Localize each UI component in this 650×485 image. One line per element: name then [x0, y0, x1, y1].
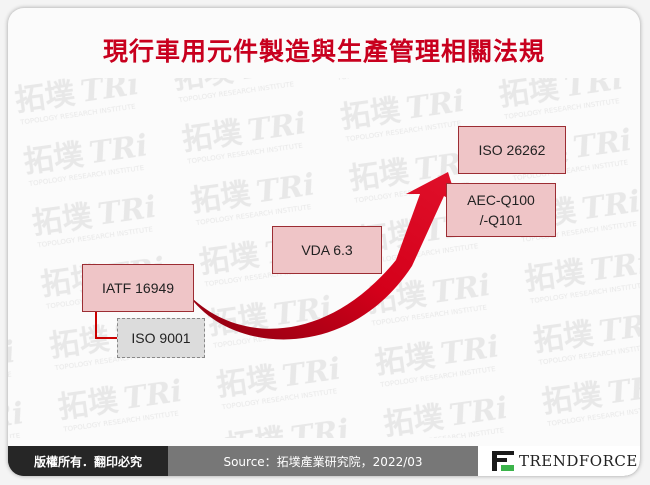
- trendforce-logo: TRENDFORCE: [478, 446, 640, 476]
- iatf-to-iso9001-connector: [95, 312, 117, 339]
- source-note: Source：拓墣產業研究院，2022/03: [168, 446, 478, 476]
- node-iso-26262: ISO 26262: [458, 126, 566, 174]
- node-vda-label: VDA 6.3: [301, 242, 353, 258]
- slide: 拓墣 TRi TOPOLOGY RESEARCH INSTITUTE 現行車用元…: [8, 8, 640, 476]
- node-aec-label: AEC-Q100 /-Q101: [467, 192, 535, 228]
- node-iatf-label: IATF 16949: [101, 280, 175, 296]
- trendforce-wordmark: TRENDFORCE: [519, 452, 638, 470]
- page-title: 現行車用元件製造與生產管理相關法規: [102, 37, 545, 66]
- growth-arrow: [188, 172, 458, 340]
- node-vda-6-3: VDA 6.3: [272, 226, 382, 274]
- node-iso9001-label: ISO 9001: [131, 330, 191, 346]
- copyright-notice: 版權所有．翻印必究: [8, 446, 168, 476]
- trendforce-mark-icon: [492, 451, 514, 471]
- node-iso-9001: ISO 9001: [117, 318, 205, 358]
- node-aec-q100: AEC-Q100 /-Q101: [446, 183, 556, 237]
- node-iso26262-label: ISO 26262: [478, 142, 546, 158]
- diagram-connectors: [95, 172, 458, 340]
- footer-bar: 版權所有．翻印必究 Source：拓墣產業研究院，2022/03 TRENDFO…: [8, 446, 640, 476]
- node-iatf-16949: IATF 16949: [82, 264, 194, 312]
